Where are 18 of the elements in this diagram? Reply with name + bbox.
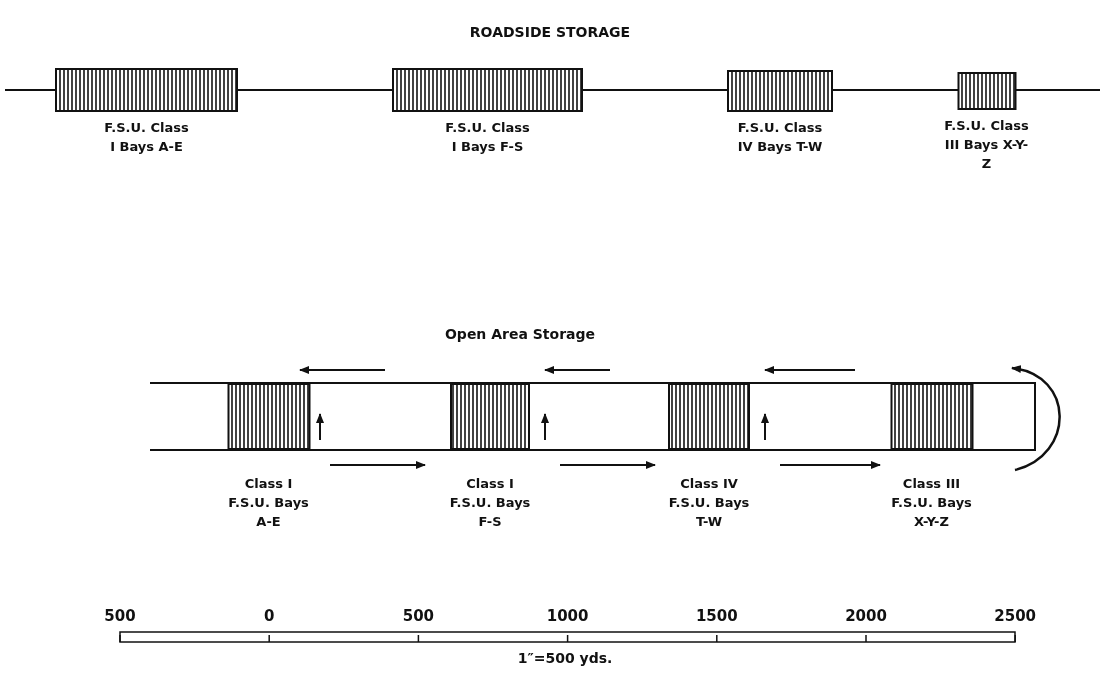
bay-label: Class IV F.S.U. Bays T-W — [667, 475, 751, 531]
bay-label: F.S.U. Class IV Bays T-W — [736, 119, 824, 156]
scale-label: 1000 — [545, 606, 590, 626]
bay-label: F.S.U. Class I Bays A-E — [103, 119, 190, 156]
section-heading: Open Area Storage — [443, 325, 597, 344]
section-heading: ROADSIDE STORAGE — [468, 23, 632, 42]
scale-label: 2500 — [993, 606, 1038, 626]
scale-label: 0 — [262, 606, 276, 626]
scale-label: 500 — [401, 606, 436, 626]
scale-note: 1″=500 yds. — [516, 649, 614, 668]
bay-label: Class I F.S.U. Bays F-S — [448, 475, 532, 531]
bay-label: Class III F.S.U. Bays X-Y-Z — [890, 475, 973, 531]
scale-label: 2000 — [844, 606, 888, 626]
scale-label: 500 — [103, 606, 137, 626]
scale-label: 1500 — [694, 606, 739, 626]
bay-label: F.S.U. Class I Bays F-S — [444, 119, 531, 156]
bay-label: Class I F.S.U. Bays A-E — [227, 475, 310, 531]
bay-label: F.S.U. Class III Bays X-Y-Z — [943, 117, 1030, 173]
